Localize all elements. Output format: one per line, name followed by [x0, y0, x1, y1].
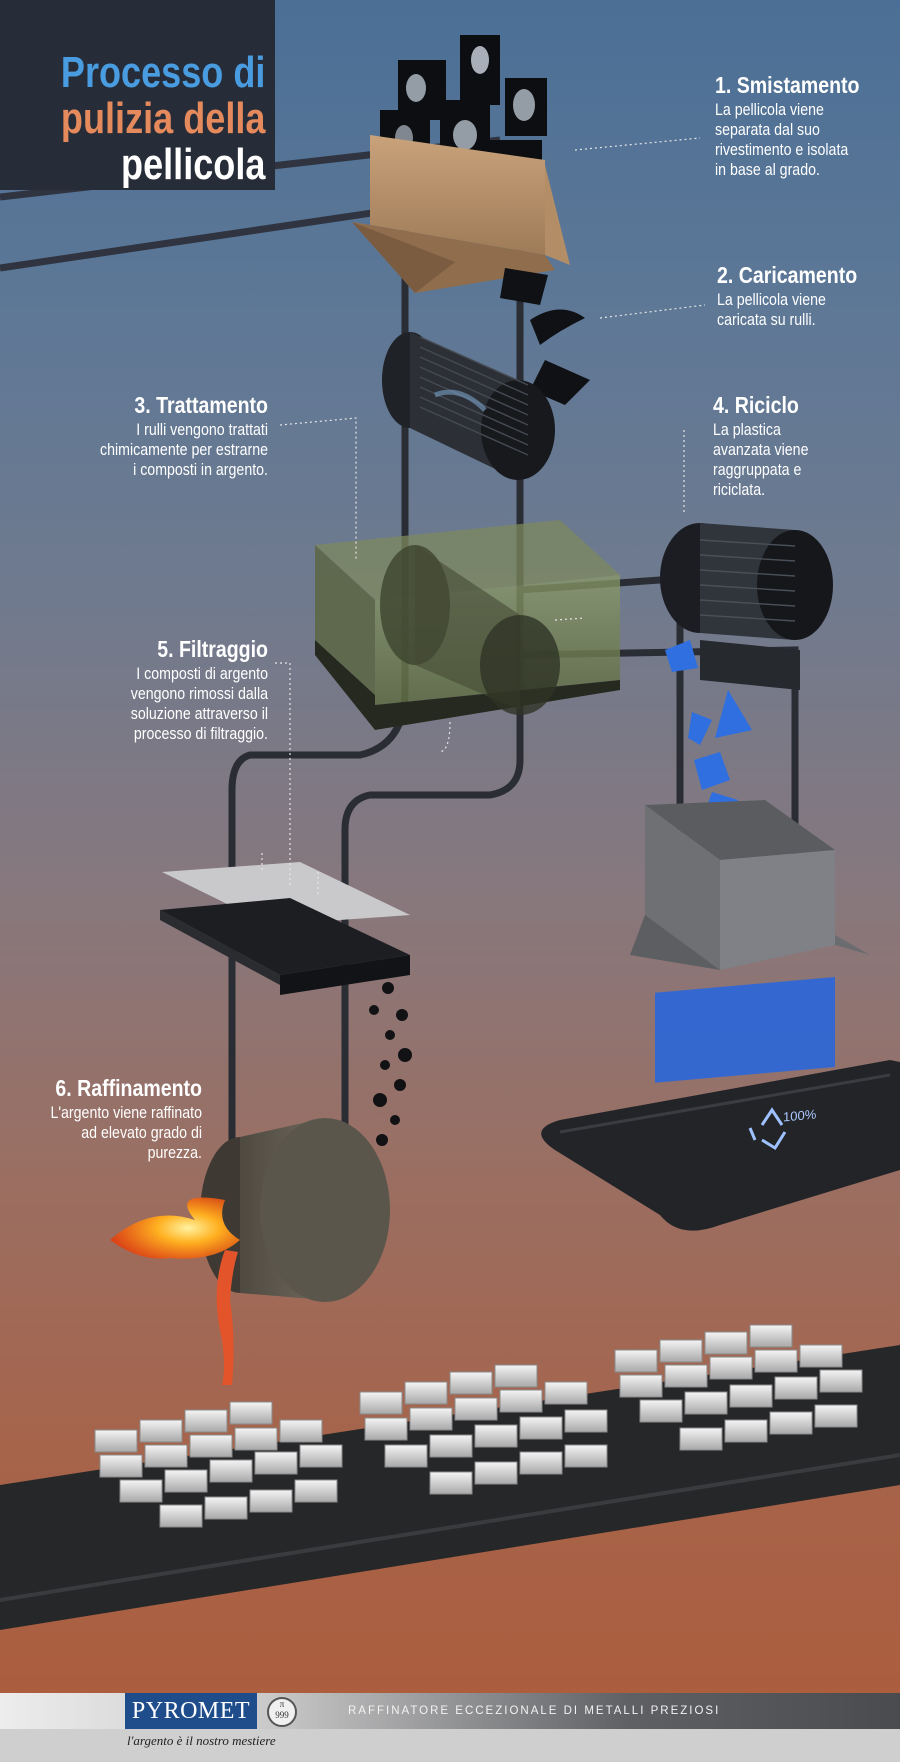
step-2-heading: 2. Caricamento [717, 262, 858, 288]
recycle-percent-label: 100% [783, 1106, 817, 1125]
step-3-text: I rulli vengono trattati chimicamente pe… [100, 421, 268, 479]
step-recycling: 4. Riciclo La plastica avanzata viene ra… [713, 392, 863, 500]
falling-films [500, 268, 590, 405]
filter-unit [160, 862, 410, 995]
step-1-text: La pellicola viene separata dal suo rive… [715, 101, 849, 179]
step-4-text: La plastica avanzata viene raggruppata e… [713, 421, 809, 499]
treatment-tank [315, 520, 620, 730]
step-6-heading: 6. Raffinamento [55, 1075, 203, 1101]
furnace [200, 1118, 390, 1302]
leader-lines [261, 137, 706, 896]
seal-bottom: 999 [275, 1710, 289, 1720]
step-1-heading: 1. Smistamento [715, 72, 860, 98]
pyromet-logo[interactable]: PYROMET [125, 1693, 257, 1729]
recycle-bin [630, 800, 870, 970]
title-line-1: Processo di [60, 48, 265, 97]
step-filtering: 5. Filtraggio I composti di argento veng… [60, 636, 268, 744]
purity-seal-icon: π 999 [267, 1697, 297, 1727]
step-5-text: I composti di argento vengono rimossi da… [130, 665, 268, 743]
plastic-shards [665, 640, 780, 848]
title-line-3: pellicola [120, 140, 266, 189]
plastic-conveyor [541, 976, 900, 1231]
title-panel: Processo di pulizia della pellicola [0, 0, 275, 190]
roller-loading [382, 332, 555, 480]
recycle-icon [748, 1107, 787, 1151]
step-6-text: L'argento viene raffinato ad elevato gra… [50, 1104, 203, 1162]
footer: PYROMET π 999 RAFFINATORE ECCEZIONALE DI… [0, 1693, 900, 1762]
silver-droplets [369, 982, 412, 1146]
roller-recycling [660, 523, 833, 690]
step-3-heading: 3. Trattamento [134, 392, 268, 418]
step-refining: 6. Raffinamento L'argento viene raffinat… [22, 1075, 202, 1163]
step-2-text: La pellicola viene caricata su rulli. [717, 291, 826, 329]
flame-icon [110, 1197, 240, 1385]
step-4-heading: 4. Riciclo [713, 392, 799, 418]
sorting-box [352, 135, 570, 293]
silver-ingot-icon [94, 1324, 863, 1528]
step-loading: 2. Caricamento La pellicola viene carica… [717, 262, 877, 330]
seal-top: π [279, 1699, 285, 1709]
step-sorting: 1. Smistamento La pellicola viene separa… [715, 72, 885, 180]
footer-tagline: RAFFINATORE ECCEZIONALE DI METALLI PREZI… [348, 1705, 721, 1717]
footer-motto: l'argento è il nostro mestiere [127, 1733, 276, 1748]
page-title: Processo di pulizia della pellicola [60, 50, 265, 188]
title-line-2: pulizia della [60, 94, 265, 143]
step-5-heading: 5. Filtraggio [157, 636, 268, 662]
step-treatment: 3. Trattamento I rulli vengono trattati … [68, 392, 268, 480]
